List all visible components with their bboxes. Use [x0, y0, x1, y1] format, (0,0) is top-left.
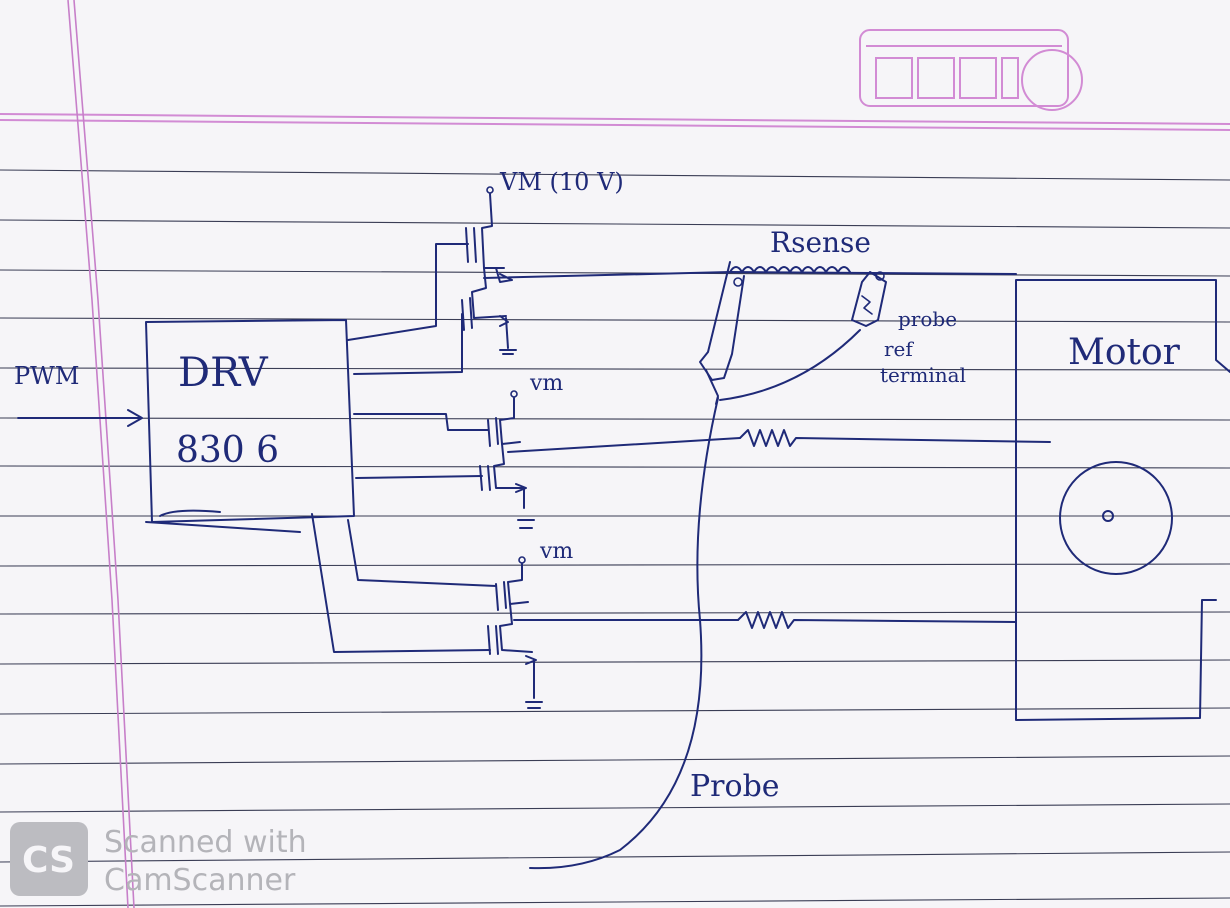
- motor-rotor: [1059, 461, 1173, 575]
- probe-ref-line1: probe: [898, 307, 957, 331]
- watermark-line1: Scanned with: [104, 825, 307, 860]
- probe-ref-line2: ref: [884, 337, 914, 361]
- phase-b-bridge: vm: [353, 371, 1051, 529]
- pwm-label: PWM: [14, 362, 79, 390]
- motor-label: Motor: [1068, 332, 1181, 373]
- margin-line-second: [73, 0, 135, 908]
- camscanner-logo-icon: [10, 822, 88, 896]
- watermark-line2: CamScanner: [104, 863, 296, 898]
- probe-ref-line3: terminal: [880, 363, 966, 387]
- driver-label-line2: 830 6: [176, 430, 279, 471]
- vm-main-label: VM (10 V): [499, 168, 624, 196]
- driver-label-line1: DRV: [178, 350, 269, 396]
- vm-phase3-label: vm: [539, 539, 573, 564]
- vm-phase2-label: vm: [529, 371, 563, 396]
- camscanner-watermark: CS Scanned with CamScanner: [10, 822, 307, 898]
- rsense-label: Rsense: [770, 226, 871, 259]
- header-rule-second: [0, 119, 1230, 131]
- date-stamp: [859, 29, 1083, 111]
- ruled-lines: [0, 169, 1230, 907]
- header-rule: [0, 113, 1230, 125]
- camscanner-logo-text: CS: [22, 840, 75, 881]
- motor-block: Motor: [1015, 279, 1230, 721]
- rsense-probe-area: Rsense probe ref terminal Probe: [529, 226, 966, 870]
- margin-line: [67, 0, 129, 908]
- drv-driver-block: DRV 830 6: [145, 319, 355, 533]
- pwm-input: PWM: [14, 362, 143, 427]
- phase-a-bridge: VM (10 V): [347, 168, 1017, 375]
- probe-label: Probe: [690, 769, 780, 804]
- phase-c-bridge: vm: [311, 513, 1017, 709]
- motor-shaft: [1102, 510, 1114, 522]
